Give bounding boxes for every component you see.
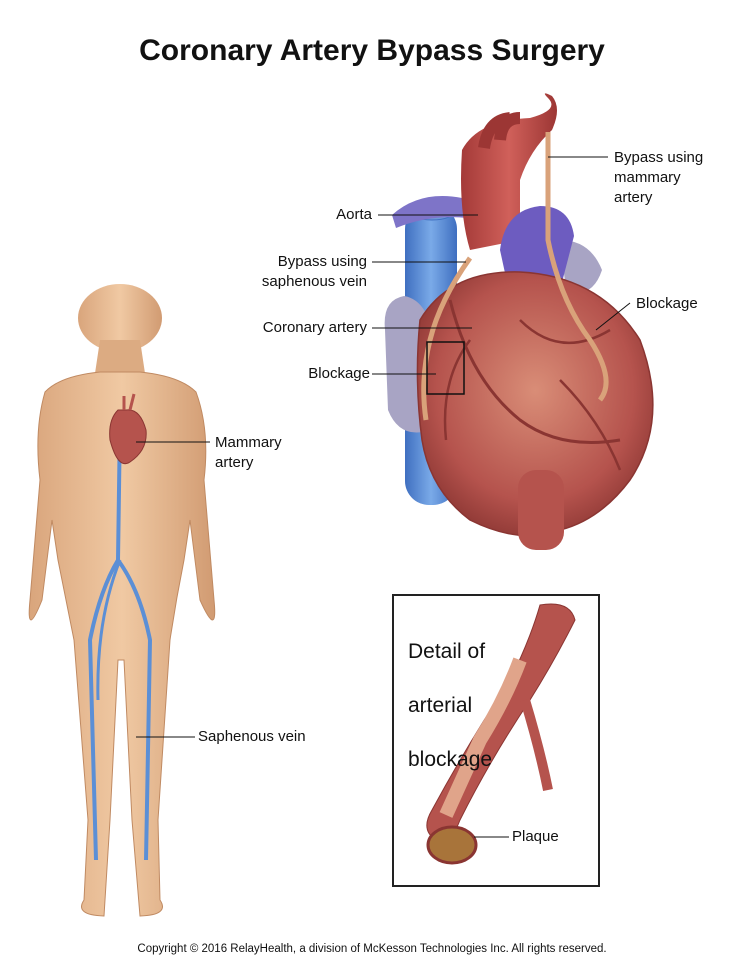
label-line: Bypass using [614, 149, 704, 166]
label-line: Bypass using [277, 253, 367, 270]
label-plaque: Plaque [512, 828, 559, 845]
label-line: saphenous vein [261, 273, 367, 290]
label-line: artery [215, 454, 254, 471]
inset-title-line: Detail of [408, 640, 486, 663]
inset-title-line: blockage [408, 748, 493, 771]
label-mammary-artery: Mammary artery [215, 433, 282, 473]
label-line: Mammary [215, 434, 282, 451]
inset-title-line: arterial [408, 694, 473, 717]
label-bypass-saphenous: Bypass using saphenous vein [262, 252, 367, 292]
label-line: artery [614, 189, 653, 206]
inset-title: Detail of arterial blockage [408, 611, 492, 800]
page-title: Coronary Artery Bypass Surgery [139, 34, 605, 67]
label-blockage-right: Blockage [636, 295, 698, 312]
copyright-footer: Copyright © 2016 RelayHealth, a division… [137, 943, 607, 955]
body-figure [28, 284, 216, 917]
label-blockage-left: Blockage [308, 365, 370, 382]
heart [384, 93, 654, 550]
label-bypass-mammary: Bypass using mammary artery [614, 148, 703, 208]
label-line: mammary [614, 169, 681, 186]
label-coronary-artery: Coronary artery [262, 319, 367, 336]
inset-frame [392, 594, 600, 887]
artery-detail [426, 603, 576, 865]
label-saphenous-vein: Saphenous vein [198, 728, 306, 745]
blockage-box [426, 341, 465, 395]
label-aorta: Aorta [336, 206, 372, 223]
